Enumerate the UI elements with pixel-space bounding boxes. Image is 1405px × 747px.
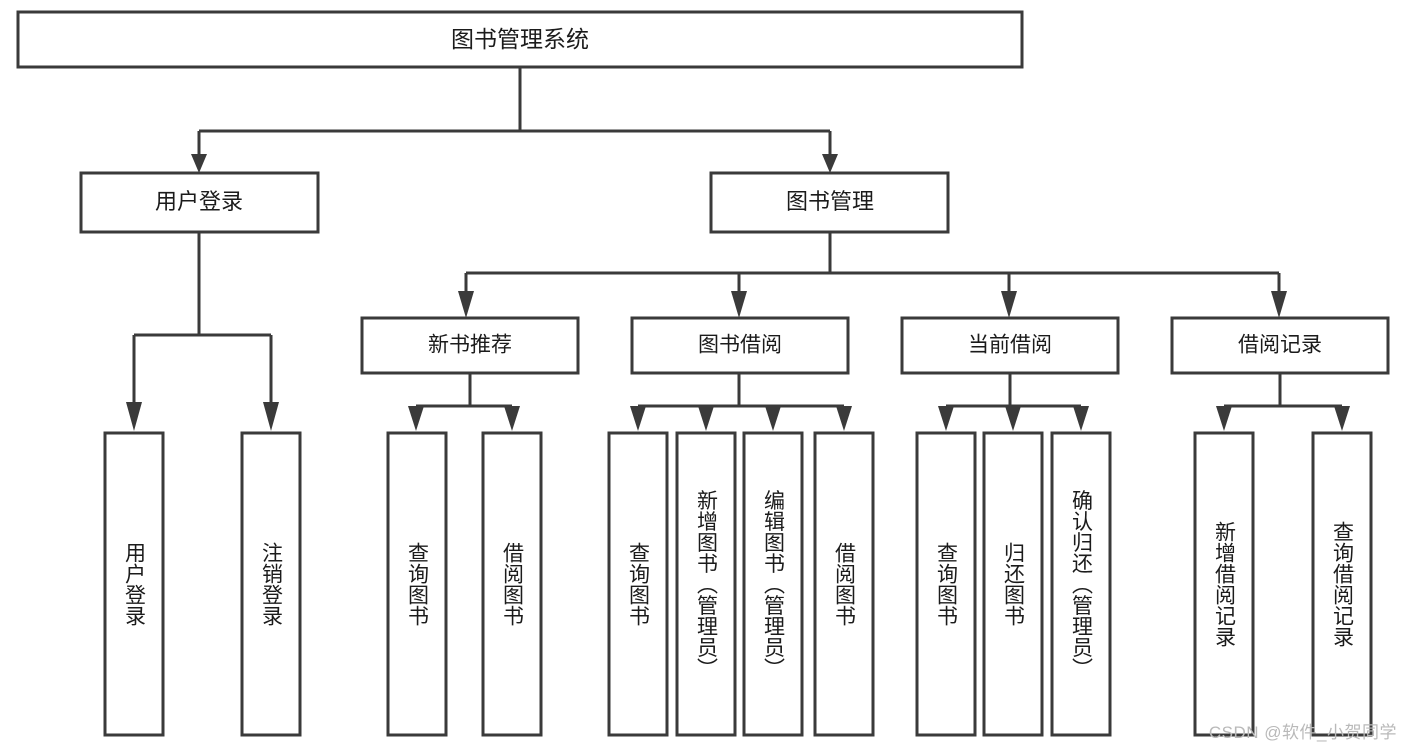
- connector-group-borrow-record: [1216, 373, 1350, 431]
- leaf-book-borrow-2-label: 新增图书（管理员）: [695, 490, 719, 679]
- arrow-head-new-book-recommend: [458, 291, 474, 318]
- leaf-book-borrow-4-box[interactable]: [813, 431, 875, 737]
- csdn-watermark: CSDN @软件_小贺同学: [1208, 723, 1397, 742]
- leaf-node[interactable]: 编辑图书（管理员）: [742, 431, 804, 737]
- arrow-head-leaf-cb-1: [938, 406, 954, 431]
- leaf-book-borrow-3-box[interactable]: [742, 431, 804, 737]
- node-borrow-record[interactable]: 借阅记录: [1170, 316, 1390, 375]
- arrow-head-leaf-bb-2: [698, 406, 714, 431]
- node-book-manage-box[interactable]: [709, 171, 950, 234]
- arrow-head-leaf-nbr-2: [504, 406, 520, 431]
- leaf-user-login-2-label: 注销登录: [260, 542, 284, 626]
- node-new-book-recommend-box[interactable]: [360, 316, 580, 375]
- leaf-node[interactable]: 借阅图书: [813, 431, 875, 737]
- leaf-book-borrow-2-box[interactable]: [675, 431, 737, 737]
- leaf-book-borrow-1-label: 查询图书: [627, 542, 651, 626]
- leaf-current-borrow-1-box[interactable]: [915, 431, 977, 737]
- node-borrow-record-label: 借阅记录: [1238, 334, 1322, 357]
- leaf-node[interactable]: 查询图书: [607, 431, 669, 737]
- leaf-borrow-record-1-label: 新增借阅记录: [1213, 521, 1237, 647]
- leaf-book-borrow-4-label: 借阅图书: [833, 542, 857, 626]
- leaf-current-borrow-3-label: 确认归还（管理员）: [1070, 490, 1094, 679]
- arrow-head-leaf-user-login-1: [126, 402, 142, 431]
- node-book-manage[interactable]: 图书管理: [709, 171, 950, 234]
- node-book-borrow-box[interactable]: [630, 316, 850, 375]
- connector-group-user-login: [126, 232, 279, 431]
- node-book-manage-label: 图书管理: [786, 189, 874, 214]
- node-current-borrow-box[interactable]: [900, 316, 1120, 375]
- leaf-node[interactable]: 确认归还（管理员）: [1050, 431, 1112, 737]
- leaf-node[interactable]: 借阅图书: [481, 431, 543, 737]
- node-user-login[interactable]: 用户登录: [79, 171, 320, 234]
- arrow-head-leaf-bb-1: [630, 406, 646, 431]
- leaf-borrow-record-2-label: 查询借阅记录: [1331, 521, 1355, 647]
- node-book-borrow-label: 图书借阅: [698, 334, 782, 357]
- leaf-node[interactable]: 注销登录: [240, 431, 302, 737]
- node-user-login-box[interactable]: [79, 171, 320, 234]
- leaf-node[interactable]: 查询图书: [386, 431, 448, 737]
- arrow-head-book-borrow: [731, 291, 747, 318]
- connector-group-book-borrow: [630, 373, 852, 431]
- node-book-borrow[interactable]: 图书借阅: [630, 316, 850, 375]
- leaf-borrow-record-2-box[interactable]: [1311, 431, 1373, 737]
- node-new-book-recommend-label: 新书推荐: [428, 334, 512, 357]
- leaf-new-book-recommend-2-label: 借阅图书: [501, 542, 525, 626]
- arrow-head-leaf-bb-4: [836, 406, 852, 431]
- arrow-head-leaf-br-1: [1216, 406, 1232, 431]
- leaf-node[interactable]: 查询借阅记录: [1311, 431, 1373, 737]
- leaf-new-book-recommend-1-box[interactable]: [386, 431, 448, 737]
- arrow-head-current-borrow: [1001, 291, 1017, 318]
- arrow-head-user-login: [191, 154, 207, 173]
- node-new-book-recommend[interactable]: 新书推荐: [360, 316, 580, 375]
- leaf-node[interactable]: 新增借阅记录: [1193, 431, 1255, 737]
- leaf-borrow-record-1-box[interactable]: [1193, 431, 1255, 737]
- arrow-head-borrow-record: [1271, 291, 1287, 318]
- leaf-current-borrow-2-box[interactable]: [982, 431, 1044, 737]
- node-borrow-record-box[interactable]: [1170, 316, 1390, 375]
- node-root-label: 图书管理系统: [451, 26, 589, 52]
- connector-group-book-manage: [458, 232, 1287, 318]
- arrow-head-leaf-br-2: [1334, 406, 1350, 431]
- leaf-node[interactable]: 新增图书（管理员）: [675, 431, 737, 737]
- leaf-node[interactable]: 归还图书: [982, 431, 1044, 737]
- arrow-head-leaf-bb-3: [765, 406, 781, 431]
- leaf-user-login-1-label: 用户登录: [123, 542, 147, 626]
- arrow-head-leaf-user-login-2: [263, 402, 279, 431]
- arrow-head-book-manage: [822, 154, 838, 173]
- connector-group-current-borrow: [938, 373, 1089, 431]
- arrow-head-leaf-nbr-1: [408, 406, 424, 431]
- connector-group-new-book-recommend: [408, 373, 520, 431]
- leaf-book-borrow-1-box[interactable]: [607, 431, 669, 737]
- leaf-current-borrow-1-label: 查询图书: [935, 542, 959, 626]
- node-current-borrow-label: 当前借阅: [968, 334, 1052, 357]
- leaf-current-borrow-3-box[interactable]: [1050, 431, 1112, 737]
- leaf-current-borrow-2-label: 归还图书: [1002, 542, 1026, 626]
- leaf-new-book-recommend-1-label: 查询图书: [406, 542, 430, 626]
- node-root[interactable]: 图书管理系统: [16, 10, 1024, 69]
- node-root-box[interactable]: [16, 10, 1024, 69]
- arrow-head-leaf-cb-2: [1005, 406, 1021, 431]
- leaf-user-login-2-box[interactable]: [240, 431, 302, 737]
- leaf-node[interactable]: 用户登录: [103, 431, 165, 737]
- arrow-head-leaf-cb-3: [1073, 406, 1089, 431]
- connector-group-root: [191, 67, 838, 173]
- leaf-user-login-1-box[interactable]: [103, 431, 165, 737]
- node-user-login-label: 用户登录: [155, 189, 243, 214]
- leaf-node[interactable]: 查询图书: [915, 431, 977, 737]
- leaf-new-book-recommend-2-box[interactable]: [481, 431, 543, 737]
- node-current-borrow[interactable]: 当前借阅: [900, 316, 1120, 375]
- leaf-book-borrow-3-label: 编辑图书（管理员）: [762, 490, 786, 679]
